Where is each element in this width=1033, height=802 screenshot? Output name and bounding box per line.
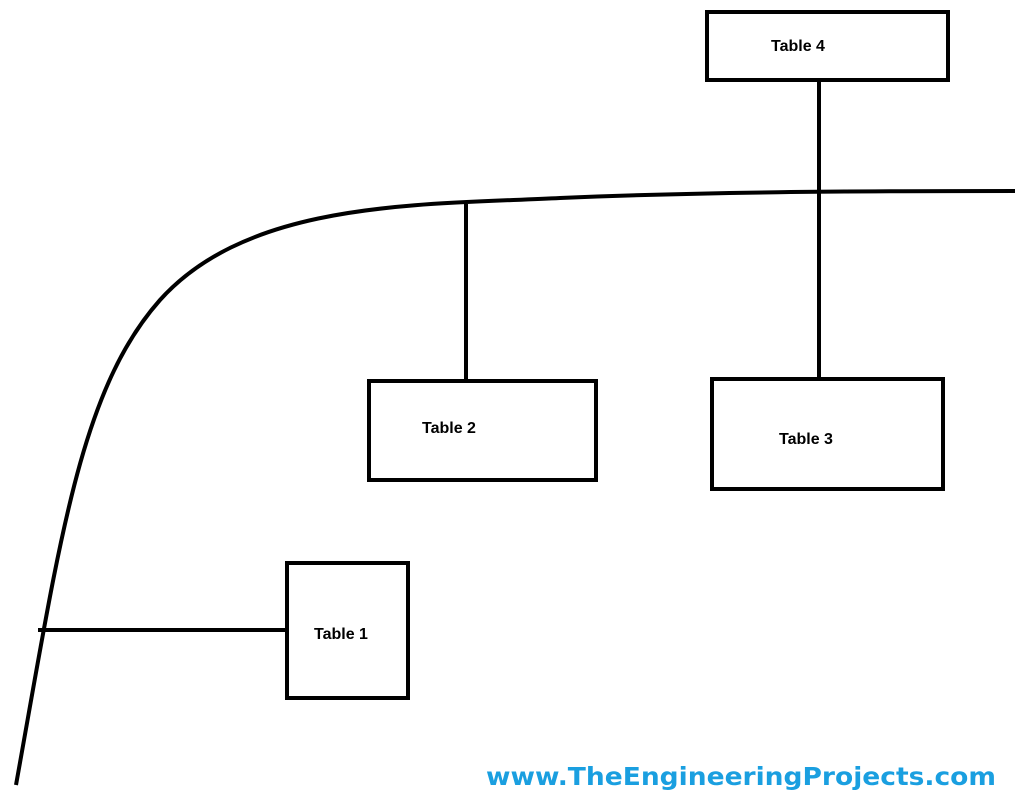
table-2-label: Table 2: [422, 420, 476, 437]
table-2-box: [367, 379, 598, 482]
table-3-node: Table 3: [710, 377, 945, 491]
bus-cable: [14, 189, 1016, 786]
table-4-node: Table 4: [705, 10, 950, 82]
table-4-label: Table 4: [771, 38, 825, 55]
watermark-text: www.TheEngineeringProjects.com: [486, 762, 996, 791]
table-1-label: Table 1: [314, 626, 368, 643]
table-4-box: [705, 10, 950, 82]
table-3-box: [710, 377, 945, 491]
table-1-node: Table 1: [285, 561, 410, 700]
table-2-node: Table 2: [367, 379, 598, 482]
table-3-label: Table 3: [779, 431, 833, 448]
table-1-box: [285, 561, 410, 700]
